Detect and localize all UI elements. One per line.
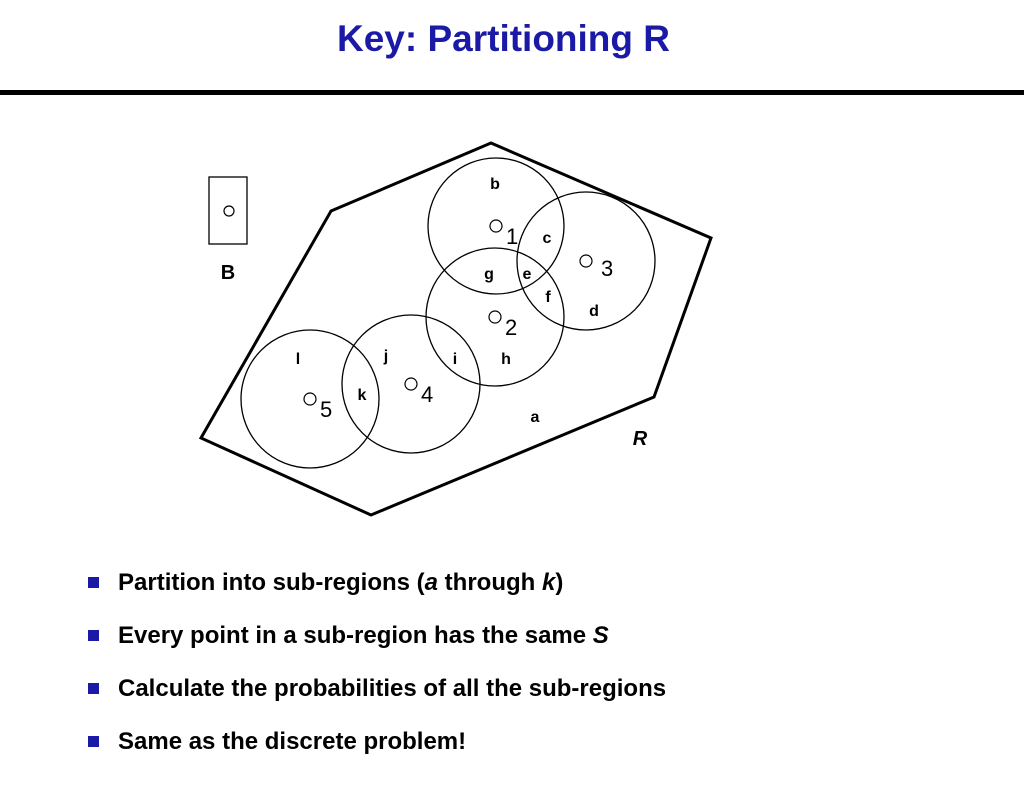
subregion-c-label: c (543, 230, 552, 247)
box-b-point (223, 205, 235, 217)
circle-1 (427, 157, 565, 295)
circle-3 (516, 191, 656, 331)
point-4-marker (404, 377, 418, 391)
point-3-marker (579, 254, 593, 268)
point-5-marker (303, 392, 317, 406)
subregion-a-label: a (531, 409, 540, 426)
bullet-square-icon (88, 630, 99, 641)
circle-5 (240, 329, 380, 469)
subregion-e-label: e (523, 266, 532, 283)
subregion-k-label: k (358, 387, 367, 404)
point-1-label: 1 (506, 224, 518, 249)
box-b (208, 176, 248, 245)
page-title: Key: Partitioning R (336, 18, 671, 59)
circle-2 (425, 247, 565, 387)
subregion-d-label: d (589, 303, 599, 320)
box-b-label: B (221, 262, 235, 284)
point-1-marker (489, 219, 503, 233)
subregion-i-label: i (453, 351, 457, 368)
point-3-label: 3 (601, 256, 613, 281)
point-4-label: 4 (421, 382, 433, 407)
subregion-j-label: j (383, 348, 388, 365)
title-divider (0, 90, 1024, 95)
region-r-label: R (633, 428, 648, 450)
circle-4 (341, 314, 481, 454)
point-2-marker (488, 310, 502, 324)
bullet-item: Calculate the probabilities of all the s… (88, 672, 666, 725)
bullet-item: Every point in a sub-region has the same… (88, 619, 666, 672)
subregion-f-label: f (545, 289, 551, 306)
subregion-g-label: g (484, 266, 494, 283)
bullet-square-icon (88, 683, 99, 694)
point-2-label: 2 (505, 315, 517, 340)
bullet-square-icon (88, 577, 99, 588)
subregion-b-label: b (490, 176, 500, 193)
bullet-item: Same as the discrete problem! (88, 725, 666, 778)
region-r-outline (198, 141, 713, 517)
subregion-l-label: l (296, 351, 300, 368)
point-5-label: 5 (320, 397, 332, 422)
bullet-square-icon (88, 736, 99, 747)
subregion-h-label: h (501, 351, 511, 368)
bullet-list: Partition into sub-regions (a through k)… (88, 566, 666, 778)
bullet-item: Partition into sub-regions (a through k) (88, 566, 666, 619)
